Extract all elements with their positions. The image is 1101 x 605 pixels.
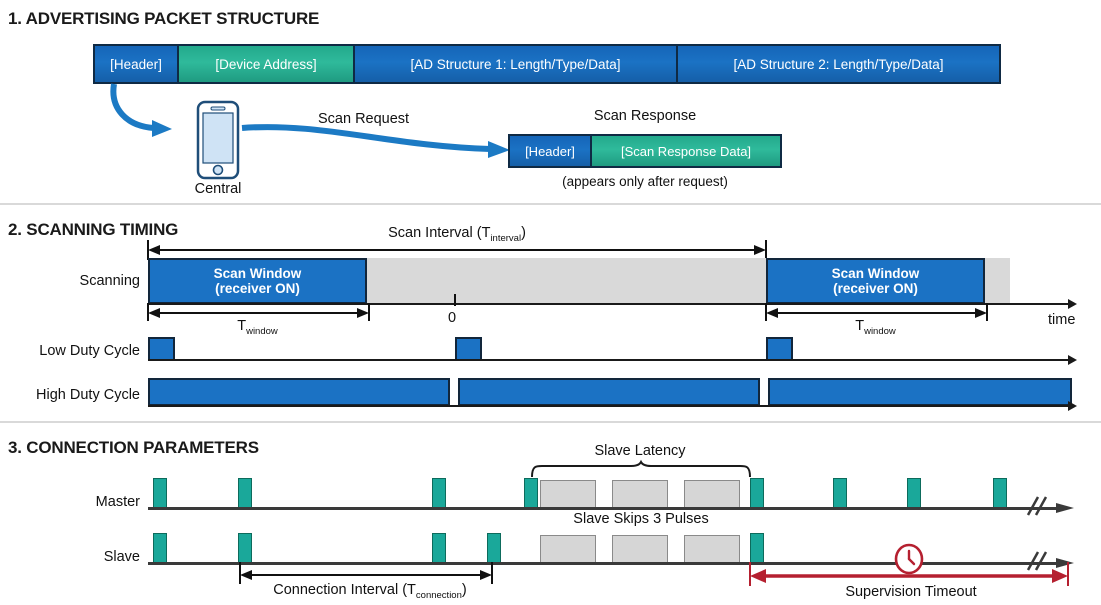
low-duty-axis-arrow: [1068, 355, 1077, 365]
packet-field-label: [AD Structure 2: Length/Type/Data]: [733, 56, 944, 72]
scan-response-title: Scan Response: [593, 108, 697, 124]
low-duty-pulse: [148, 337, 175, 361]
slave-pulse: [487, 533, 501, 564]
slave-skipped-event: [684, 535, 740, 564]
t-window-subscript: window: [864, 325, 896, 337]
master-pulse: [907, 478, 921, 509]
slave-row-label: Slave: [103, 549, 140, 565]
packet-field-device-address: [Device Address]: [177, 44, 355, 84]
slave-skipped-event: [612, 535, 668, 564]
packet-field-ad-structure-1: [AD Structure 1: Length/Type/Data]: [353, 44, 678, 84]
low-duty-pulse: [766, 337, 793, 361]
scan-interval-tail: ): [521, 225, 526, 241]
section-title-1: 1. ADVERTISING PACKET STRUCTURE: [8, 9, 320, 28]
scan-response-field-header: [Header]: [508, 134, 592, 168]
scan-interval-label: Scan Interval (Tinterval): [148, 225, 766, 244]
master-skipped-event: [540, 480, 596, 509]
scan-interval-text: Scan Interval (T: [388, 225, 491, 241]
scan-response-field-data: [Scan Response Data]: [590, 134, 782, 168]
master-skipped-event: [684, 480, 740, 509]
time-axis-label: time: [1048, 312, 1076, 328]
scan-response-note: (appears only after request): [562, 174, 728, 189]
low-duty-axis: [148, 359, 1068, 361]
high-duty-cycle-label: High Duty Cycle: [36, 387, 140, 403]
scanning-time-axis: [148, 303, 1068, 305]
slave-pulse: [432, 533, 446, 564]
master-pulse: [833, 478, 847, 509]
scan-window-2: Scan Window (receiver ON): [766, 258, 985, 304]
section-title-3: 3. CONNECTION PARAMETERS: [8, 438, 259, 457]
packet-field-label: [AD Structure 1: Length/Type/Data]: [410, 56, 621, 72]
scanning-row-label: Scanning: [79, 273, 140, 289]
master-pulse: [524, 478, 538, 509]
supervision-timeout-label: Supervision Timeout: [845, 584, 977, 600]
master-pulse: [432, 478, 446, 509]
scan-window-label-line1: Scan Window: [213, 265, 302, 281]
slave-pulse: [153, 533, 167, 564]
slave-axis-arrow: [1056, 558, 1074, 568]
low-duty-pulse: [455, 337, 482, 361]
slave-pulse: [238, 533, 252, 564]
slave-skips-label: Slave Skips 3 Pulses: [573, 511, 709, 527]
t-window-arrow-2: [765, 303, 988, 321]
scanning-axis-arrow: [1068, 299, 1077, 309]
t-window-arrow-1: [147, 303, 370, 321]
central-label: Central: [194, 181, 242, 197]
clock-icon: [894, 543, 924, 575]
t-window-text: T: [237, 318, 247, 334]
master-row-label: Master: [95, 494, 140, 510]
master-pulse: [153, 478, 167, 509]
packet-field-label: [Scan Response Data]: [620, 143, 752, 159]
packet-field-label: [Header]: [110, 56, 162, 72]
slave-axis: [148, 562, 1058, 565]
high-duty-block: [148, 378, 450, 406]
high-duty-block: [458, 378, 760, 406]
master-pulse: [750, 478, 764, 509]
packet-field-label: [Header]: [525, 143, 575, 159]
supervision-timeout-arrow: [749, 562, 1069, 586]
section-divider-1: [0, 203, 1101, 205]
high-duty-axis-arrow: [1068, 401, 1077, 411]
packet-field-ad-structure-2: [AD Structure 2: Length/Type/Data]: [676, 44, 1001, 84]
master-pulse: [238, 478, 252, 509]
packet-field-header: [Header]: [93, 44, 179, 84]
high-duty-axis: [148, 405, 1068, 407]
scan-window-1: Scan Window (receiver ON): [148, 258, 367, 304]
slave-latency-label: Slave Latency: [594, 443, 686, 459]
low-duty-cycle-label: Low Duty Cycle: [39, 343, 140, 359]
connection-interval-subscript: connection: [415, 589, 462, 601]
slave-axis-break: [1026, 551, 1048, 571]
t-window-text: T: [855, 318, 865, 334]
smartphone-icon: [196, 100, 240, 180]
connection-interval-arrow: [239, 562, 493, 584]
t-window-label-1: Twindow: [148, 318, 367, 337]
scan-request-arrow: [241, 124, 510, 158]
section-divider-2: [0, 421, 1101, 423]
section-title-2: 2. SCANNING TIMING: [8, 220, 179, 239]
high-duty-block: [768, 378, 1072, 406]
zero-tick: [454, 294, 456, 306]
master-axis-break: [1026, 496, 1048, 516]
zero-label: 0: [448, 310, 457, 326]
t-window-subscript: window: [246, 325, 278, 337]
scan-interval-subscript: interval: [490, 232, 522, 244]
scan-interval-arrow: [147, 240, 767, 260]
master-axis-arrow: [1056, 503, 1074, 513]
slave-pulse: [750, 533, 764, 564]
header-to-central-arrow: [110, 83, 172, 137]
master-skipped-event: [612, 480, 668, 509]
connection-interval-text: Connection Interval (T: [273, 582, 416, 598]
slave-skipped-event: [540, 535, 596, 564]
connection-interval-label: Connection Interval (Tconnection): [230, 582, 510, 601]
connection-interval-tail: ): [461, 582, 467, 598]
slave-latency-brace: [531, 459, 751, 478]
scan-window-label-line2: (receiver ON): [833, 281, 918, 296]
t-window-label-2: Twindow: [766, 318, 985, 337]
master-axis: [148, 507, 1058, 510]
scan-request-label: Scan Request: [318, 111, 410, 127]
scan-window-label-line2: (receiver ON): [215, 281, 300, 296]
scan-window-label-line1: Scan Window: [831, 265, 920, 281]
packet-field-label: [Device Address]: [215, 56, 317, 72]
master-pulse: [993, 478, 1007, 509]
